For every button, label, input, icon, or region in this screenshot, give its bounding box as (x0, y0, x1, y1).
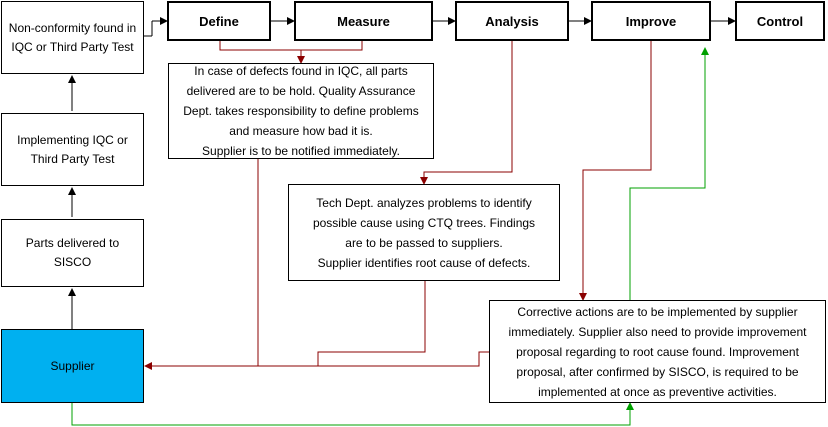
measure-note-line: and measure how bad it is. (229, 124, 373, 138)
implementing-box: Implementing IQC or Third Party Test (1, 113, 144, 186)
green-supplier-to-improve-note (71, 402, 634, 426)
improve-note-line: proposal regarding to root cause found. … (516, 344, 799, 359)
phase-analysis-label: Analysis (485, 13, 539, 29)
phase-define-label: Define (199, 13, 239, 29)
feedback-analysis-note-to-supplier (317, 281, 426, 366)
phase-improve-label: Improve (625, 13, 677, 29)
arrow-analysis-to-note (420, 41, 513, 185)
phase-define: Define (167, 1, 271, 41)
phase-control-label: Control (756, 13, 804, 29)
nonconformity-label: Non-conformity found in IQC or Third Par… (8, 20, 137, 54)
analysis-note-line: possible cause using CTQ trees. Findings (312, 215, 536, 230)
analysis-note-line: Tech Dept. analyzes problems to identify (316, 195, 532, 210)
nonconformity-box: Non-conformity found in IQC or Third Par… (1, 1, 144, 74)
analysis-note: Tech Dept. analyzes problems to identify… (288, 184, 560, 281)
phase-measure: Measure (294, 1, 433, 41)
measure-note-line: delivered are to be hold. Quality Assura… (186, 84, 416, 98)
improve-note-line: proposal, after confirmed by SISCO, is r… (516, 364, 799, 379)
bracket-define-measure (219, 41, 363, 51)
phase-improve: Improve (591, 1, 711, 41)
implementing-label: Implementing IQC or Third Party Test (17, 132, 128, 166)
improve-note-line: Corrective actions are to be implemented… (517, 304, 798, 319)
improve-note: Corrective actions are to be implemented… (489, 300, 826, 403)
phase-control: Control (735, 1, 825, 41)
measure-note-line: Supplier is to be notified immediately. (202, 144, 400, 158)
analysis-note-text: Tech Dept. analyzes problems to identify… (313, 193, 535, 273)
improve-note-text: Corrective actions are to be implemented… (509, 302, 807, 402)
parts-delivered-box: Parts delivered to SISCO (1, 219, 144, 287)
improve-note-line: immediately. Supplier also need to provi… (508, 324, 807, 339)
analysis-note-line: Supplier identifies root cause of defect… (317, 255, 531, 270)
measure-note-line: Dept. takes responsibility to define pro… (183, 104, 419, 118)
improve-note-line: implemented at once as preventive activi… (538, 384, 777, 399)
measure-note-line: In case of defects found in IQC, all par… (194, 64, 408, 78)
supplier-label: Supplier (50, 358, 95, 373)
phase-analysis: Analysis (455, 1, 569, 41)
phase-measure-label: Measure (337, 13, 390, 29)
measure-note-text: In case of defects found in IQC, all par… (183, 61, 418, 161)
feedback-improve-note-to-supplier (144, 351, 489, 370)
parts-delivered-label: Parts delivered to SISCO (25, 236, 120, 269)
supplier-box: Supplier (1, 329, 144, 403)
green-improve-note-to-improve (629, 47, 709, 300)
arrow-improve-to-note (579, 41, 652, 301)
analysis-note-line: are to be passed to suppliers. (345, 235, 503, 250)
measure-note: In case of defects found in IQC, all par… (168, 63, 434, 159)
